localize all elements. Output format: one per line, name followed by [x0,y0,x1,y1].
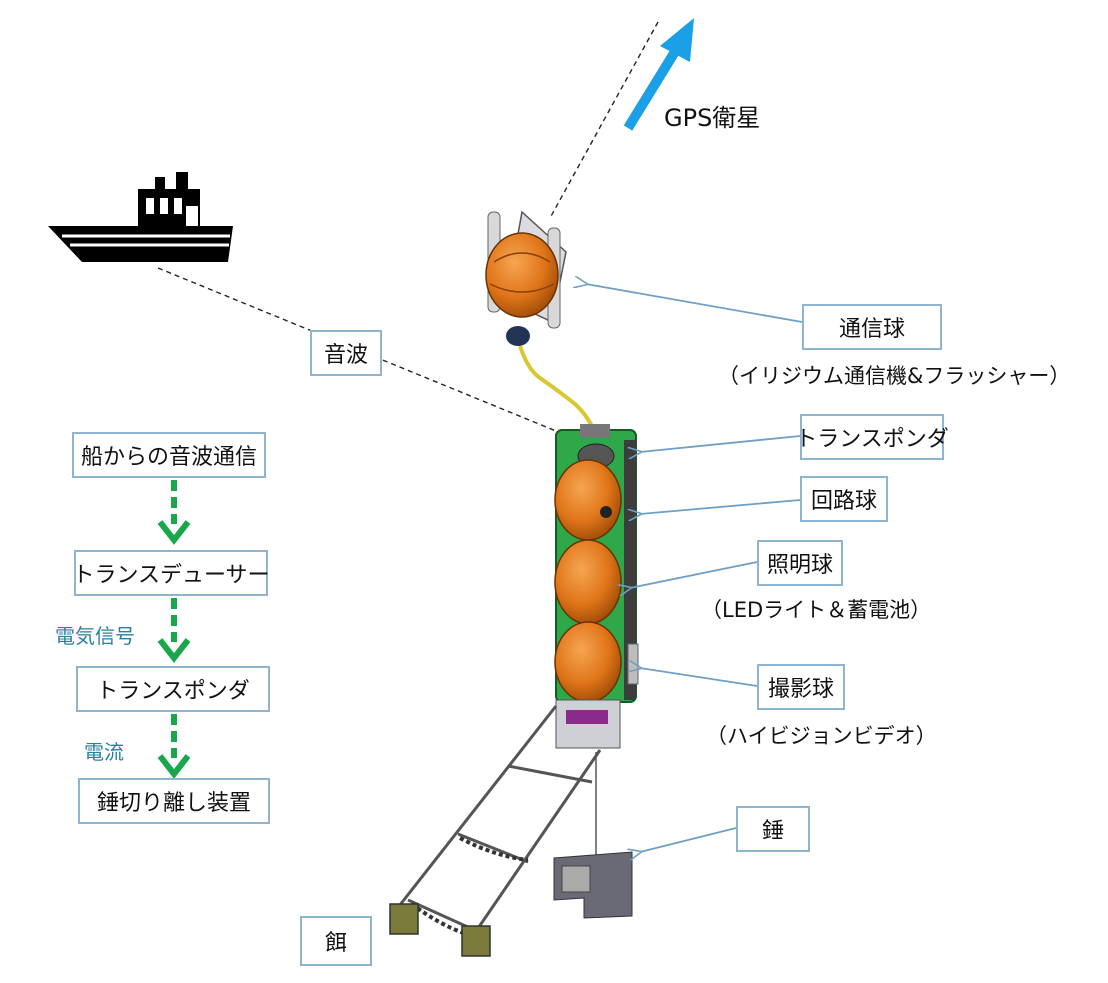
satellite-path-line [549,21,659,219]
flow-label-current: 電流 [84,740,124,764]
acoustic-wave-box: 音波 [310,330,382,376]
gps-arrow-icon [623,18,694,131]
communication-sphere-detail: （イリジウム通信機&フラッシャー） [718,364,1071,388]
lighting-sphere-detail: （LEDライト＆蓄電池） [701,598,932,622]
communication-sphere-box: 通信球 [802,304,942,350]
camera-sphere-box: 撮影球 [757,664,845,710]
communication-sphere-icon [485,210,598,437]
weight-icon [553,752,633,919]
transponder-box: トランスポンダ [795,414,949,460]
bait-box: 餌 [300,916,372,966]
gps-satellite-label: GPS衛星 [664,104,761,132]
flow-step-transponder: トランスポンダ [76,666,270,712]
instrument-frame-icon [554,424,639,749]
lighting-sphere-box: 照明球 [757,540,843,586]
weight-box: 錘 [736,806,810,852]
ship-icon [48,172,233,262]
flow-step-ship-signal: 船からの音波通信 [72,432,266,478]
flow-step-weight-release: 錘切り離し装置 [78,778,270,824]
circuit-sphere-box: 回路球 [800,476,888,522]
flow-label-electric-signal: 電気信号 [55,624,135,648]
flow-step-transducer: トランスデューサー [72,550,270,596]
callout-arrows [586,284,803,852]
flow-arrows [157,480,191,779]
bait-frame-icon [389,705,602,957]
camera-sphere-detail: （ハイビジョンビデオ） [706,724,937,748]
